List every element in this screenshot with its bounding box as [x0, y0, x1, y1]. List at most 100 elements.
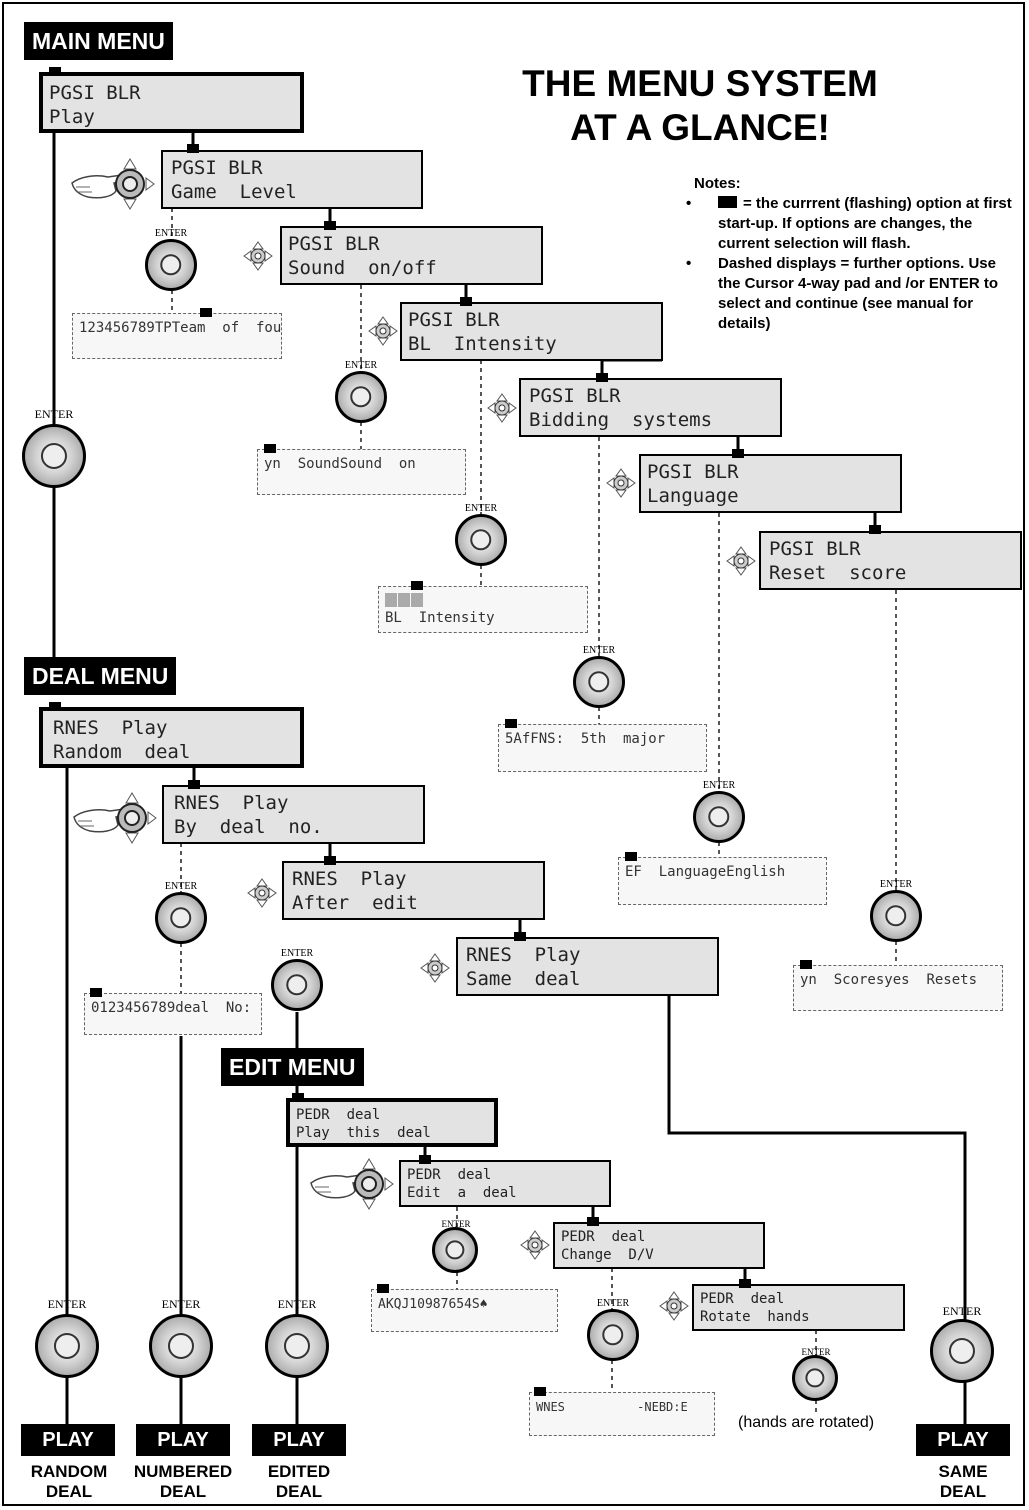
cursor-pad-icon: [520, 1230, 550, 1260]
cursor-pad-icon: [606, 468, 636, 498]
enter-button-icon: [693, 791, 745, 843]
enter-button-numbered-deal[interactable]: ENTER: [149, 1298, 213, 1378]
current-option-marker: [732, 449, 744, 458]
cursor-pad-icon: [368, 316, 398, 346]
current-option-marker: [587, 1217, 599, 1226]
options-game-level[interactable]: 123456789TPTeam of four: [72, 313, 282, 359]
current-option-marker: [264, 444, 276, 453]
enter-button-after-edit[interactable]: ENTER: [271, 948, 323, 1011]
enter-label: ENTER: [596, 1298, 630, 1309]
options-reset-score[interactable]: yn Scoresyes Resets: [793, 965, 1003, 1011]
enter-label: ENTER: [47, 1297, 87, 1311]
wire-bl-bidding: [600, 358, 662, 378]
lcd-line-1: RNES Play: [174, 792, 289, 814]
enter-button-bidding[interactable]: ENTER: [573, 645, 625, 708]
lcd-line-2: After edit: [292, 892, 418, 914]
options-bl-intensity[interactable]: BL Intensity: [378, 586, 588, 633]
enter-button-edited-deal[interactable]: ENTER: [265, 1298, 329, 1378]
enter-button-reset[interactable]: ENTER: [870, 879, 922, 942]
lcd-line-2: Play: [49, 106, 95, 128]
hand-cursor-pad-icon: [310, 1158, 394, 1210]
option-line-1: AKQJ10987654: [378, 1297, 472, 1312]
enter-button-icon: [870, 890, 922, 942]
enter-button-language[interactable]: ENTER: [693, 780, 745, 843]
enter-button-bl-intensity[interactable]: ENTER: [455, 503, 507, 566]
current-option-marker: [514, 932, 526, 941]
enter-button-same-deal[interactable]: ENTER: [930, 1305, 994, 1383]
intensity-block: [411, 593, 423, 607]
notes-item-1: = the currrent (flashing) option at firs…: [686, 194, 1016, 254]
option-line-2: D:E V:NS: [666, 1400, 688, 1414]
deal-menu-header: DEAL MENU: [24, 657, 177, 695]
enter-button-random-deal[interactable]: ENTER: [35, 1298, 99, 1378]
lcd-line-1: PGSI BLR: [49, 82, 141, 104]
play-random-deal-button[interactable]: PLAY: [21, 1424, 115, 1456]
notes-panel: Notes: = the currrent (flashing) option …: [686, 174, 1016, 334]
play-numbered-deal-button[interactable]: PLAY: [136, 1424, 230, 1456]
current-option-marker: [324, 856, 336, 865]
enter-button-rotate[interactable]: ENTER: [792, 1346, 840, 1401]
options-bidding[interactable]: 5AfFNS: 5th major: [498, 724, 707, 772]
options-sound[interactable]: yn SoundSound on: [257, 449, 466, 495]
enter-button-game-level[interactable]: ENTER: [145, 228, 197, 291]
lcd-line-2: Rotate hands: [700, 1309, 810, 1325]
enter-button-deal-number[interactable]: ENTER: [155, 881, 207, 944]
edit-menu-header: EDIT MENU: [221, 1048, 364, 1086]
lcd-line-2: Reset score: [769, 562, 907, 584]
lcd-line-2: By deal no.: [174, 816, 323, 838]
options-deal-number[interactable]: 0123456789deal No:: [84, 993, 262, 1035]
enter-label: ENTER: [582, 645, 616, 656]
option-line-1: yn Scores: [800, 972, 885, 988]
title-line-1: THE MENU SYSTEM: [522, 63, 878, 104]
lcd-line-2: Same deal: [466, 968, 581, 990]
lcd-line-1: PGSI BLR: [647, 461, 739, 483]
enter-label: ENTER: [942, 1304, 982, 1318]
enter-label: ENTER: [879, 879, 913, 890]
lcd-line-1: RNES Play: [466, 944, 581, 966]
option-line-2: yes Resets: [884, 972, 978, 988]
wire-same-enter: [667, 996, 967, 1328]
current-option-marker: [739, 1279, 751, 1288]
cursor-pad-icon: [247, 878, 277, 908]
lcd-line-2: Bidding systems: [529, 409, 713, 431]
endpoint-edited-deal: EDITED DEAL: [267, 1462, 331, 1501]
cursor-pad-icon: [726, 546, 756, 576]
current-option-marker: [596, 373, 608, 382]
current-option-marker: [869, 525, 881, 534]
option-line-1: yn Sound: [264, 456, 340, 472]
enter-label: ENTER: [801, 1347, 831, 1357]
option-line-1: WNES -NEB: [536, 1400, 667, 1414]
enter-button-sound[interactable]: ENTER: [335, 360, 387, 423]
enter-button-main[interactable]: ENTER: [22, 408, 86, 488]
play-same-deal-button[interactable]: PLAY: [916, 1424, 1010, 1456]
enter-button-edit-deal[interactable]: ENTER: [432, 1218, 480, 1273]
current-option-marker: [800, 960, 812, 969]
option-line-1: 0123456789: [91, 1000, 176, 1016]
options-edit-deal[interactable]: AKQJ10987654S♠: [371, 1289, 558, 1332]
play-edited-deal-button[interactable]: PLAY: [252, 1424, 346, 1456]
enter-label: ENTER: [344, 360, 378, 371]
enter-label: ENTER: [161, 1297, 201, 1311]
enter-button-change-dv[interactable]: ENTER: [587, 1298, 639, 1361]
notes-item-2-text: Dashed displays = further options. Use t…: [718, 255, 999, 332]
enter-button-icon: [155, 892, 207, 944]
enter-button-icon: [792, 1355, 838, 1401]
enter-button-icon: [455, 514, 507, 566]
options-change-dv[interactable]: WNES -NEBD:E V:NS: [529, 1392, 715, 1436]
options-language[interactable]: EF LanguageEnglish: [618, 857, 827, 905]
